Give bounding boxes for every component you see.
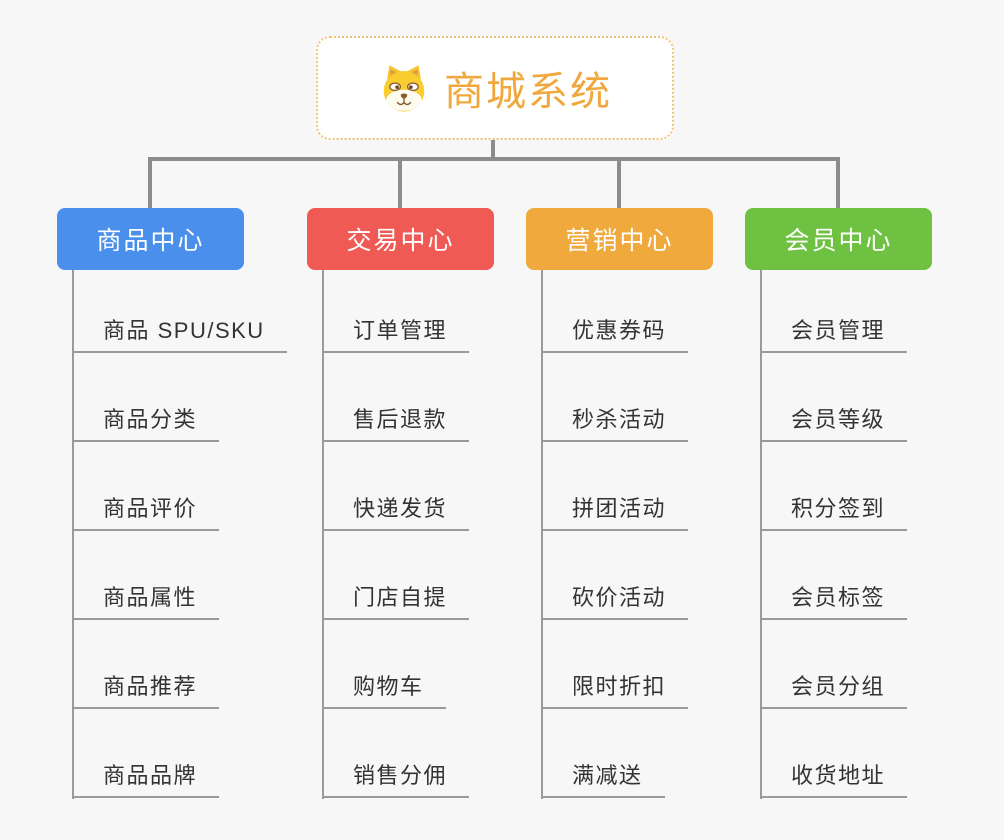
connector-root-drop <box>491 140 495 161</box>
list-item: 商品分类 <box>72 353 287 442</box>
list-item: 售后退款 <box>322 353 470 442</box>
leaf-node[interactable]: 拼团活动 <box>541 491 689 531</box>
leaf-node[interactable]: 砍价活动 <box>541 580 689 620</box>
leaf-node[interactable]: 商品品牌 <box>72 758 220 798</box>
list-item: 积分签到 <box>760 442 908 531</box>
branch-node-marketing-center[interactable]: 营销中心 <box>526 208 713 270</box>
leaf-node[interactable]: 会员等级 <box>760 402 908 442</box>
list-item: 会员等级 <box>760 353 908 442</box>
branch-node-label: 商品中心 <box>96 227 205 255</box>
connector-drop-marketing <box>617 157 621 209</box>
leaf-node[interactable]: 商品 SPU/SKU <box>72 313 287 353</box>
root-node-title: 商城系统 <box>444 70 612 114</box>
branch-spine-member <box>760 270 762 799</box>
leaf-node[interactable]: 积分签到 <box>760 491 908 531</box>
branch-items-member: 会员管理 会员等级 积分签到 会员标签 会员分组 收货地址 <box>760 264 908 798</box>
list-item: 会员管理 <box>760 264 908 353</box>
list-item: 满减送 <box>541 709 688 798</box>
leaf-node[interactable]: 会员分组 <box>760 669 908 709</box>
leaf-node[interactable]: 秒杀活动 <box>541 402 689 442</box>
list-item: 砍价活动 <box>541 531 689 620</box>
leaf-node[interactable]: 购物车 <box>322 669 446 709</box>
list-item: 商品推荐 <box>72 620 287 709</box>
list-item: 收货地址 <box>760 709 908 798</box>
leaf-node[interactable]: 商品推荐 <box>72 669 220 709</box>
list-item: 商品 SPU/SKU <box>72 264 287 353</box>
branch-node-label: 会员中心 <box>784 227 893 255</box>
branch-node-trade-center[interactable]: 交易中心 <box>307 208 494 270</box>
branch-items-marketing: 优惠券码 秒杀活动 拼团活动 砍价活动 限时折扣 满减送 <box>541 264 689 798</box>
leaf-node[interactable]: 优惠券码 <box>541 313 689 353</box>
branch-spine-product <box>72 270 74 799</box>
list-item: 快递发货 <box>322 442 470 531</box>
leaf-node[interactable]: 会员管理 <box>760 313 908 353</box>
branch-node-member-center[interactable]: 会员中心 <box>745 208 932 270</box>
list-item: 商品属性 <box>72 531 287 620</box>
leaf-node[interactable]: 商品分类 <box>72 402 220 442</box>
branch-node-label: 营销中心 <box>565 227 674 255</box>
connector-horizontal <box>148 157 840 161</box>
connector-drop-product <box>148 157 152 209</box>
list-item: 销售分佣 <box>322 709 470 798</box>
dog-face-icon <box>383 65 425 112</box>
leaf-node[interactable]: 收货地址 <box>760 758 908 798</box>
leaf-node[interactable]: 订单管理 <box>322 313 470 353</box>
leaf-node[interactable]: 销售分佣 <box>322 758 470 798</box>
leaf-node[interactable]: 会员标签 <box>760 580 908 620</box>
list-item: 购物车 <box>322 620 469 709</box>
leaf-node[interactable]: 门店自提 <box>322 580 470 620</box>
leaf-node[interactable]: 商品评价 <box>72 491 220 531</box>
list-item: 拼团活动 <box>541 442 689 531</box>
leaf-node[interactable]: 限时折扣 <box>541 669 689 709</box>
branch-node-label: 交易中心 <box>346 227 455 255</box>
leaf-node[interactable]: 满减送 <box>541 758 665 798</box>
list-item: 会员标签 <box>760 531 908 620</box>
list-item: 订单管理 <box>322 264 470 353</box>
list-item: 商品品牌 <box>72 709 287 798</box>
branch-spine-marketing <box>541 270 543 799</box>
root-node-mall-system[interactable]: 商城系统 <box>316 36 674 140</box>
connector-drop-member <box>836 157 840 209</box>
connector-drop-trade <box>398 157 402 209</box>
list-item: 会员分组 <box>760 620 908 709</box>
branch-items-trade: 订单管理 售后退款 快递发货 门店自提 购物车 销售分佣 <box>322 264 470 798</box>
list-item: 优惠券码 <box>541 264 689 353</box>
branch-node-product-center[interactable]: 商品中心 <box>57 208 244 270</box>
list-item: 限时折扣 <box>541 620 689 709</box>
leaf-node[interactable]: 商品属性 <box>72 580 220 620</box>
leaf-node[interactable]: 快递发货 <box>322 491 470 531</box>
list-item: 门店自提 <box>322 531 470 620</box>
leaf-node[interactable]: 售后退款 <box>322 402 470 442</box>
branch-spine-trade <box>322 270 324 799</box>
branch-items-product: 商品 SPU/SKU 商品分类 商品评价 商品属性 商品推荐 商品品牌 <box>72 264 287 798</box>
list-item: 秒杀活动 <box>541 353 689 442</box>
list-item: 商品评价 <box>72 442 287 531</box>
